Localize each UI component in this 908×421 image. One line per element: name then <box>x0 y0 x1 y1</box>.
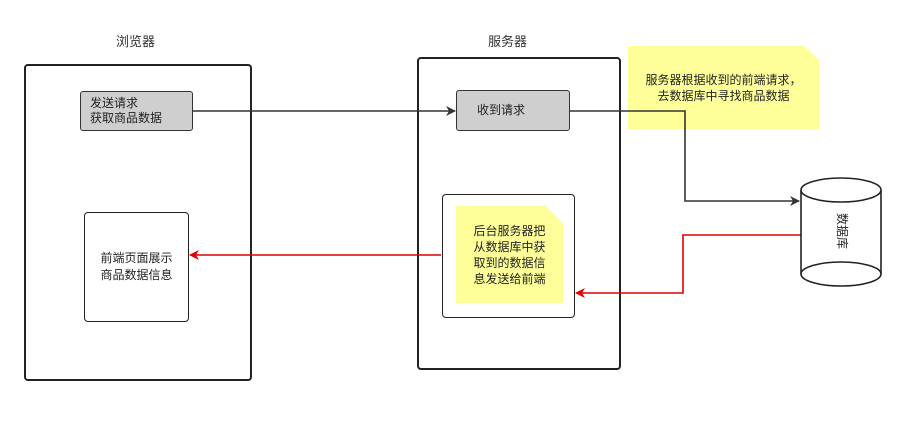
browser-title: 浏览器 <box>116 35 156 50</box>
query-arrow <box>570 110 800 206</box>
database-response-arrow <box>575 234 801 298</box>
server-title: 服务器 <box>488 35 528 50</box>
send-request-box: 发送请求 获取商品数据 <box>80 91 193 131</box>
query-database-note: 服务器根据收到的前端请求， 去数据库中寻找商品数据 <box>628 46 819 129</box>
server-send-note: 后台服务器把 从数据库中获 取到的数据信 息发送给前端 <box>456 206 563 303</box>
database-cylinder <box>800 177 882 287</box>
database-label: 数据库 <box>835 212 849 249</box>
receive-request-box: 收到请求 <box>456 90 570 131</box>
frontend-display-box: 前端页面展示 商品数据信息 <box>84 212 189 322</box>
